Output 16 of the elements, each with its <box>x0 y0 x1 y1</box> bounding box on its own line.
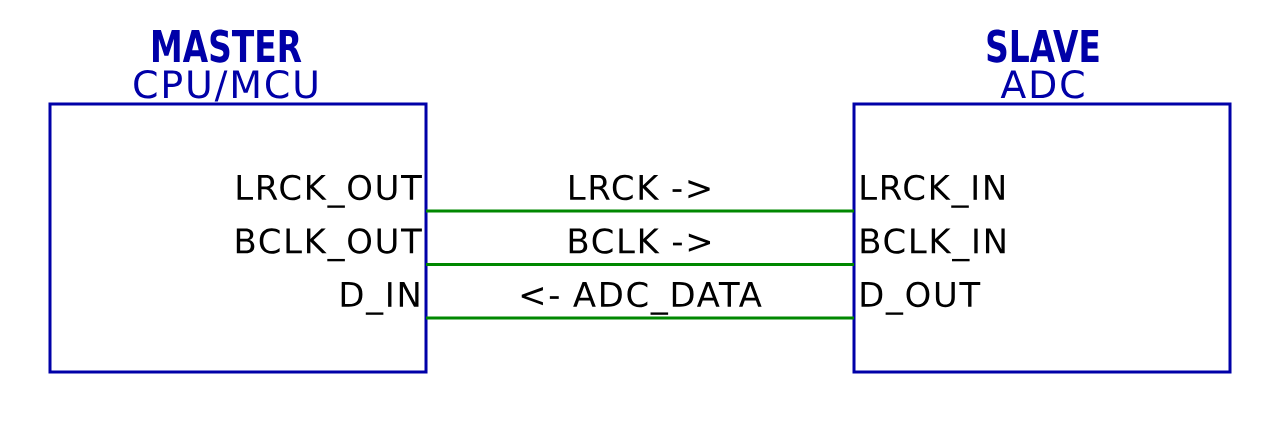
pin-label: BCLK_IN <box>861 228 1005 262</box>
signal-label: LRCK -> <box>566 174 714 208</box>
component-title: MASTER <box>153 29 302 63</box>
wire <box>426 316 854 320</box>
wire <box>426 263 854 266</box>
pin-label: D_OUT <box>861 281 981 315</box>
component-subtitle: CPU/MCU <box>134 69 317 102</box>
component-title: SLAVE <box>987 29 1099 63</box>
signal-label: BCLK -> <box>566 228 714 262</box>
wire <box>426 209 854 213</box>
pin-label: BCLK_OUT <box>236 228 422 262</box>
pin-label: D_IN <box>341 282 419 315</box>
pin-label: LRCK_OUT <box>237 174 422 208</box>
component-subtitle: ADC <box>1000 69 1084 99</box>
pin-label: LRCK_IN <box>861 174 1004 208</box>
signal-label: <- ADC_DATA <box>518 281 762 315</box>
